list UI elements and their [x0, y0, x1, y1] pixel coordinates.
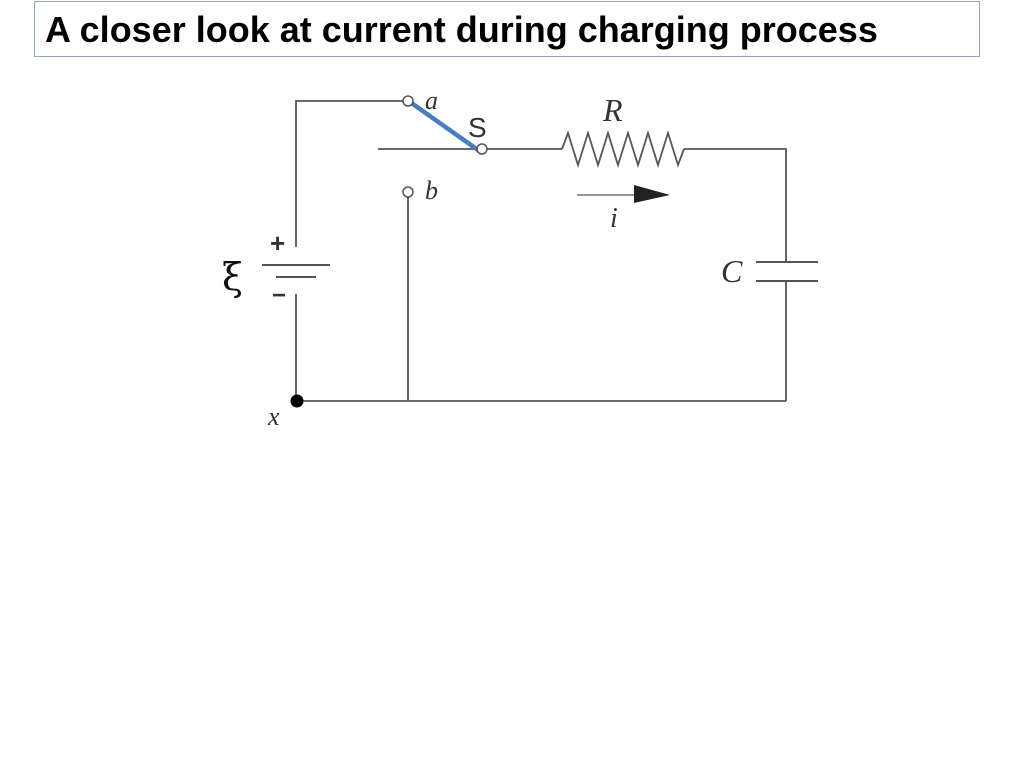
- terminal-b-label: b: [425, 176, 438, 205]
- capacitor-symbol: [756, 261, 818, 282]
- battery-plus-label: +: [270, 228, 285, 258]
- page-title: A closer look at current during charging…: [45, 9, 878, 50]
- node-x-dot: [290, 394, 304, 408]
- current-arrow-head: [634, 185, 670, 203]
- resistor-zigzag: [561, 129, 685, 169]
- switch-pivot: [476, 143, 488, 155]
- current-label: i: [610, 203, 618, 234]
- capacitor-label: C: [721, 253, 743, 289]
- current-arrow: [577, 185, 670, 203]
- switch-label: S: [468, 112, 487, 143]
- emf-label: ξ: [222, 255, 243, 299]
- terminal-b-contact: [402, 186, 414, 198]
- switch-blade: [407, 99, 481, 153]
- title-box: A closer look at current during charging…: [34, 1, 980, 57]
- resistor-label: R: [602, 92, 623, 128]
- circuit-wires: [295, 100, 787, 402]
- wire-battery-to-terminal-a: [295, 100, 404, 247]
- terminal-a-label: a: [425, 86, 438, 115]
- node-x-label: x: [267, 402, 280, 431]
- terminal-a-contact: [402, 95, 414, 107]
- battery-minus-label: −: [272, 282, 286, 309]
- wire-resistor-to-capacitor: [684, 148, 787, 262]
- battery-symbol: [262, 264, 330, 278]
